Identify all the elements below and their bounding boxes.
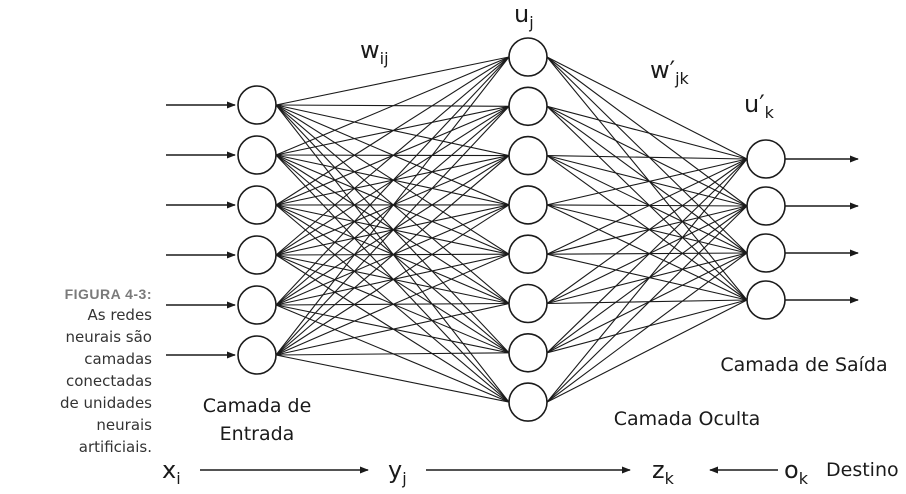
connection-edge	[546, 252, 748, 354]
connection-edge	[275, 56, 510, 206]
io-arrows	[166, 101, 859, 359]
connection-edge	[546, 155, 748, 301]
input-neuron	[237, 285, 277, 325]
connection-edge	[275, 56, 510, 106]
label-zk: zk	[652, 456, 675, 488]
weight-label-wjk: w′jk	[650, 56, 690, 88]
connection-edge	[546, 105, 748, 301]
connection-edge	[546, 105, 748, 254]
connection-edge	[546, 299, 748, 305]
connection-edge	[546, 56, 748, 301]
hidden-neuron	[508, 135, 548, 176]
label-yj: yj	[388, 456, 407, 488]
caption-line: camadas	[84, 350, 152, 368]
output-layer-name: Camada de Saída	[720, 354, 887, 376]
connection-edge	[546, 253, 748, 301]
connection-edge	[275, 155, 510, 356]
connection-edge	[546, 299, 748, 354]
connection-edge	[546, 158, 748, 354]
label-ok: ok	[784, 456, 809, 488]
input-layer-name: Camada de	[203, 395, 312, 417]
input-hidden-connections	[275, 56, 510, 403]
input-layer-name-line2: Entrada	[220, 423, 295, 445]
connection-edge	[546, 158, 748, 403]
output-neuron	[746, 233, 786, 273]
label-destino: Destino	[826, 459, 899, 481]
connection-edge	[546, 155, 748, 254]
input-neuron	[237, 335, 277, 375]
connection-edge	[546, 204, 748, 301]
hidden-neuron	[508, 332, 548, 373]
input-neuron	[237, 85, 277, 125]
hidden-neuron	[508, 382, 548, 422]
connection-edge	[275, 56, 510, 306]
connection-edge	[546, 56, 748, 254]
connection-edge	[546, 155, 748, 160]
unit-label-uj: uj	[514, 0, 534, 32]
figure-caption: FIGURA 4-3: As redes neurais são camadas…	[0, 286, 152, 458]
connection-edge	[546, 205, 748, 304]
connection-edge	[275, 302, 510, 356]
connection-edge	[546, 158, 748, 304]
hidden-output-connections	[546, 56, 748, 403]
caption-line: neurais	[96, 416, 152, 434]
figure-label: FIGURA 4-3:	[64, 286, 152, 302]
weight-label-wij: wij	[360, 36, 389, 68]
connection-edge	[546, 252, 748, 403]
connection-edge	[546, 205, 748, 255]
unit-label-uk: u′k	[744, 90, 775, 122]
output-neuron	[746, 280, 786, 320]
connection-edge	[546, 155, 748, 207]
hidden-neuron	[508, 234, 548, 274]
output-neuron	[746, 186, 786, 226]
connection-edge	[275, 204, 510, 356]
connection-edge	[275, 56, 510, 156]
connection-edge	[275, 352, 510, 356]
connection-edge	[546, 205, 748, 354]
hidden-neuron	[508, 283, 548, 324]
connection-edge	[546, 56, 748, 160]
input-neuron	[237, 135, 277, 175]
caption-line: neurais são	[65, 328, 152, 346]
hidden-layer-name: Camada Oculta	[614, 408, 761, 430]
connection-edge	[546, 204, 748, 207]
hidden-neuron	[508, 86, 548, 127]
connection-edge	[546, 204, 748, 254]
connection-edge	[546, 56, 748, 207]
connection-edge	[546, 158, 748, 206]
caption-line: artificiais.	[78, 438, 152, 456]
connection-edge	[275, 354, 510, 403]
neurons	[237, 37, 786, 422]
input-neuron	[237, 185, 277, 225]
hidden-neuron	[508, 185, 548, 225]
connection-edge	[546, 205, 748, 403]
connection-edge	[546, 105, 748, 160]
output-neuron	[746, 139, 786, 179]
connection-edge	[546, 299, 748, 403]
connection-edge	[275, 253, 510, 356]
connection-edge	[546, 105, 748, 207]
caption-line: de unidades	[60, 394, 152, 412]
connection-edge	[546, 252, 748, 255]
caption-line: As redes	[87, 306, 152, 324]
label-xi: xi	[162, 456, 181, 488]
connection-edge	[546, 158, 748, 255]
connection-edge	[546, 252, 748, 305]
connection-edge	[275, 56, 510, 256]
connection-edge	[275, 56, 510, 356]
caption-line: conectadas	[65, 372, 152, 390]
connection-edge	[275, 105, 510, 356]
hidden-neuron	[508, 37, 548, 77]
input-neuron	[237, 235, 277, 275]
